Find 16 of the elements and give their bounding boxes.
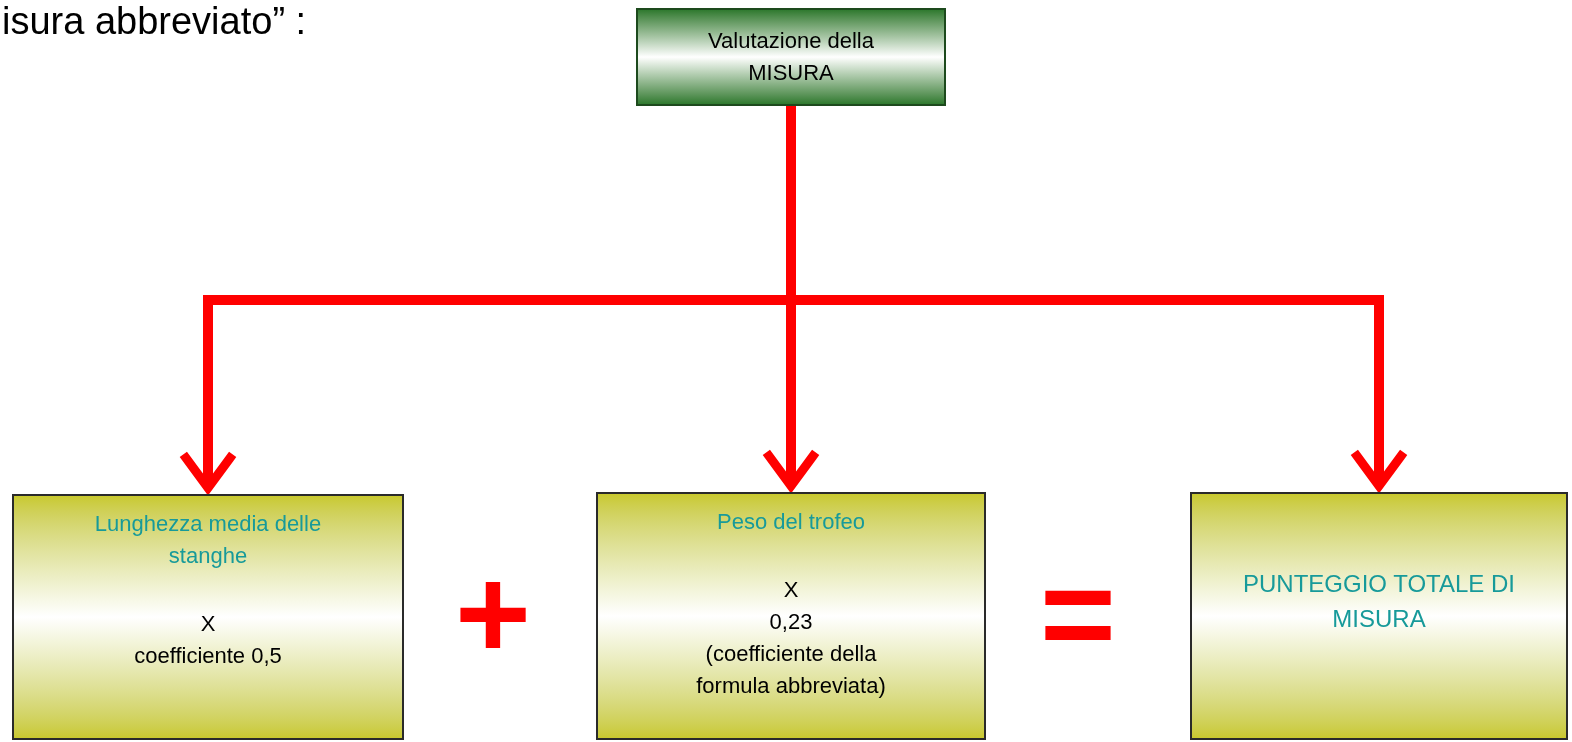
box-text: 0,23 [769,607,813,636]
text-box [12,494,404,740]
box-text: Valutazione della MISURA [707,27,875,87]
box-heading: Lunghezza media delle stanghe [93,510,323,570]
box-heading: Peso del trofeo [717,508,865,536]
equals-sign: = [1040,548,1116,678]
box-text: (coefficiente della formula abbreviata) [695,639,887,700]
box-heading: PUNTEGGIO TOTALE DI MISURA [1241,569,1517,634]
box-text: X [200,609,216,638]
text-box [636,8,946,106]
heading-fragment: isura abbreviato” : [2,2,307,42]
text-box [1190,492,1568,740]
plus-sign: + [455,548,531,678]
text-box [596,492,986,740]
box-text: X [783,575,799,604]
box-text: coefficiente 0,5 [134,641,282,670]
